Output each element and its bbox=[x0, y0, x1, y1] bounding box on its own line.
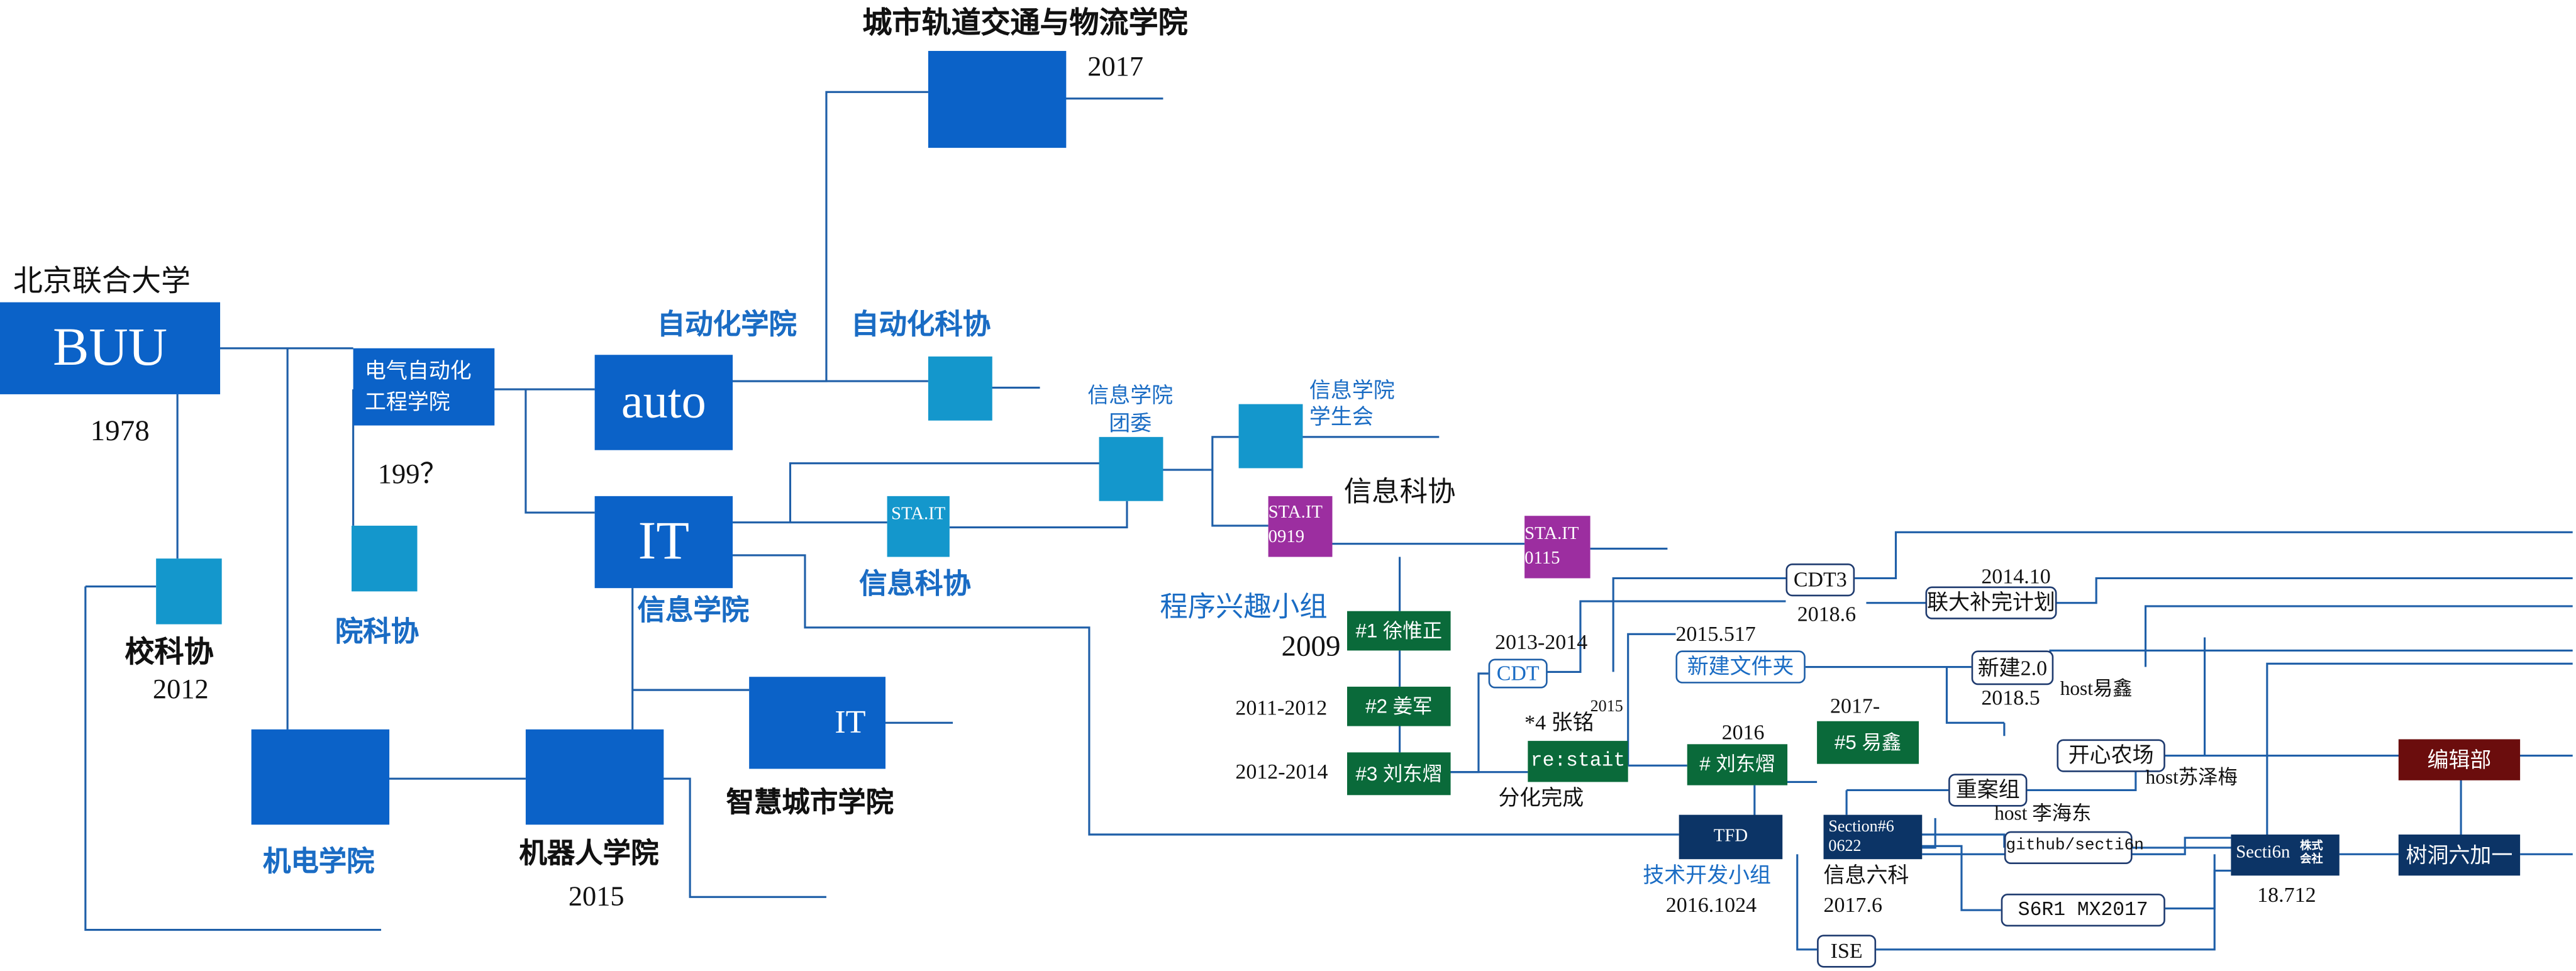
tfd-name: 技术开发小组 bbox=[1643, 862, 1771, 887]
supplement-pill: 联大补完计划 bbox=[1925, 586, 2057, 619]
smartcity-box: IT bbox=[749, 677, 886, 769]
newbuild-host: host易鑫 bbox=[2060, 677, 2133, 700]
leader5-box: #5 易鑫 bbox=[1817, 721, 1919, 764]
mech-box bbox=[251, 729, 390, 825]
sta-it-0919-box: STA.IT 0919 bbox=[1268, 496, 1333, 557]
auto-association-label: 自动化科协 bbox=[851, 309, 991, 340]
buu-box: BUU bbox=[0, 302, 221, 394]
sectiin-label: Secti6n bbox=[2236, 843, 2290, 863]
robot-box bbox=[525, 729, 664, 825]
mech-label: 机电学院 bbox=[262, 846, 375, 877]
school-association-label: 校科协 bbox=[125, 635, 214, 669]
it-box: IT bbox=[594, 496, 733, 589]
student-union-label: 信息学院 学生会 bbox=[1309, 377, 1395, 429]
electrical-year: 199？ bbox=[377, 458, 448, 490]
leader4-year: 2016 bbox=[1721, 719, 1765, 745]
school-association-year: 2012 bbox=[152, 674, 209, 705]
treehole-box: 树洞六加一 bbox=[2398, 834, 2521, 876]
cdt3-year: 2018.6 bbox=[1797, 601, 1857, 626]
info-league-box bbox=[1099, 436, 1163, 501]
school-association-box bbox=[156, 558, 222, 624]
restart-note: 分化完成 bbox=[1498, 785, 1584, 810]
rail-box bbox=[928, 50, 1067, 148]
tfd-year: 2016.1024 bbox=[1665, 892, 1757, 917]
rebuild-pill: 重案组 bbox=[1948, 774, 2028, 807]
section6-year: 2017.6 bbox=[1823, 892, 1882, 917]
rebuild-host: host 李海东 bbox=[1994, 801, 2092, 825]
cdt-year: 2013-2014 bbox=[1495, 629, 1588, 654]
editorial-box: 编辑部 bbox=[2398, 739, 2521, 780]
sta-it-0115-box: STA.IT 0115 bbox=[1524, 516, 1591, 579]
cdt-note-year: 2015 bbox=[1590, 698, 1623, 716]
auto-college-label: 自动化学院 bbox=[657, 309, 797, 340]
buu-year: 1978 bbox=[90, 414, 150, 447]
it-college-label: 信息学院 bbox=[637, 594, 750, 626]
tfd-box: TFD bbox=[1679, 814, 1783, 860]
leader-2-box: #2 姜军 bbox=[1347, 686, 1451, 726]
leader-3-year: 2012-2014 bbox=[1235, 758, 1328, 784]
newbuild-pill: 新建2.0 bbox=[1971, 650, 2054, 685]
section6-box: Section#6 0622 bbox=[1823, 814, 1923, 860]
sectiin-year: 18.712 bbox=[2257, 882, 2316, 907]
sectiin-box: Secti6n 株式 会社 bbox=[2231, 834, 2340, 876]
electrical-association-label: 院科协 bbox=[335, 616, 419, 648]
rail-year: 2017 bbox=[1087, 50, 1144, 82]
ise-pill: ISE bbox=[1817, 935, 1877, 968]
sta-it-mid-label: 信息科协 bbox=[859, 568, 971, 600]
info-league-label: 信息学院 团委 bbox=[1087, 382, 1174, 436]
s6r1-pill: S6R1 MX2017 bbox=[2001, 894, 2165, 927]
restart-box: re:stait bbox=[1528, 741, 1628, 782]
cdt-note: *4 张铭 bbox=[1524, 709, 1594, 735]
farm-host: host苏泽梅 bbox=[2145, 765, 2238, 789]
sectiin-badge: 株式 会社 bbox=[2300, 841, 2323, 866]
leader-3-box: #3 刘东熠 bbox=[1347, 752, 1451, 796]
newbuild-year: 2018.5 bbox=[1981, 685, 2040, 710]
robot-label: 机器人学院 bbox=[519, 838, 659, 869]
robot-year: 2015 bbox=[568, 880, 625, 912]
interest-group-year: 2009 bbox=[1281, 629, 1341, 662]
electrical-association-box bbox=[352, 525, 418, 592]
electrical-box: 电气自动化 工程学院 bbox=[353, 348, 495, 426]
buu-name: 北京联合大学 bbox=[13, 264, 191, 297]
leader4-box: # 刘东熠 bbox=[1687, 744, 1788, 785]
rail-name: 城市轨道交通与物流学院 bbox=[862, 6, 1188, 40]
leader-2-year: 2011-2012 bbox=[1235, 694, 1328, 720]
supplement-year: 2014.10 bbox=[1981, 563, 2051, 589]
newfolder-pill: 新建文件夹 bbox=[1675, 650, 1806, 684]
leader-1-box: #1 徐惟正 bbox=[1347, 611, 1451, 651]
newfolder-year: 2015.517 bbox=[1675, 621, 1756, 646]
farm-pill: 开心农场 bbox=[2057, 739, 2165, 772]
section6-name: 信息六科 bbox=[1823, 862, 1909, 887]
interest-group-label: 程序兴趣小组 bbox=[1160, 591, 1328, 623]
leader5-year: 2017- bbox=[1829, 693, 1880, 718]
smartcity-label: 智慧城市学院 bbox=[726, 787, 894, 818]
sta-it-0919-label: 信息科协 bbox=[1343, 476, 1456, 508]
cdt3-pill: CDT3 bbox=[1785, 563, 1855, 597]
student-union-box bbox=[1238, 404, 1303, 469]
github-pill: github/secti6n bbox=[2004, 831, 2144, 865]
auto-box: auto bbox=[594, 355, 733, 450]
sta-it-mid-box: STA.IT bbox=[887, 496, 950, 557]
cdt-pill: CDT bbox=[1488, 658, 1548, 689]
auto-association-box bbox=[928, 356, 992, 421]
